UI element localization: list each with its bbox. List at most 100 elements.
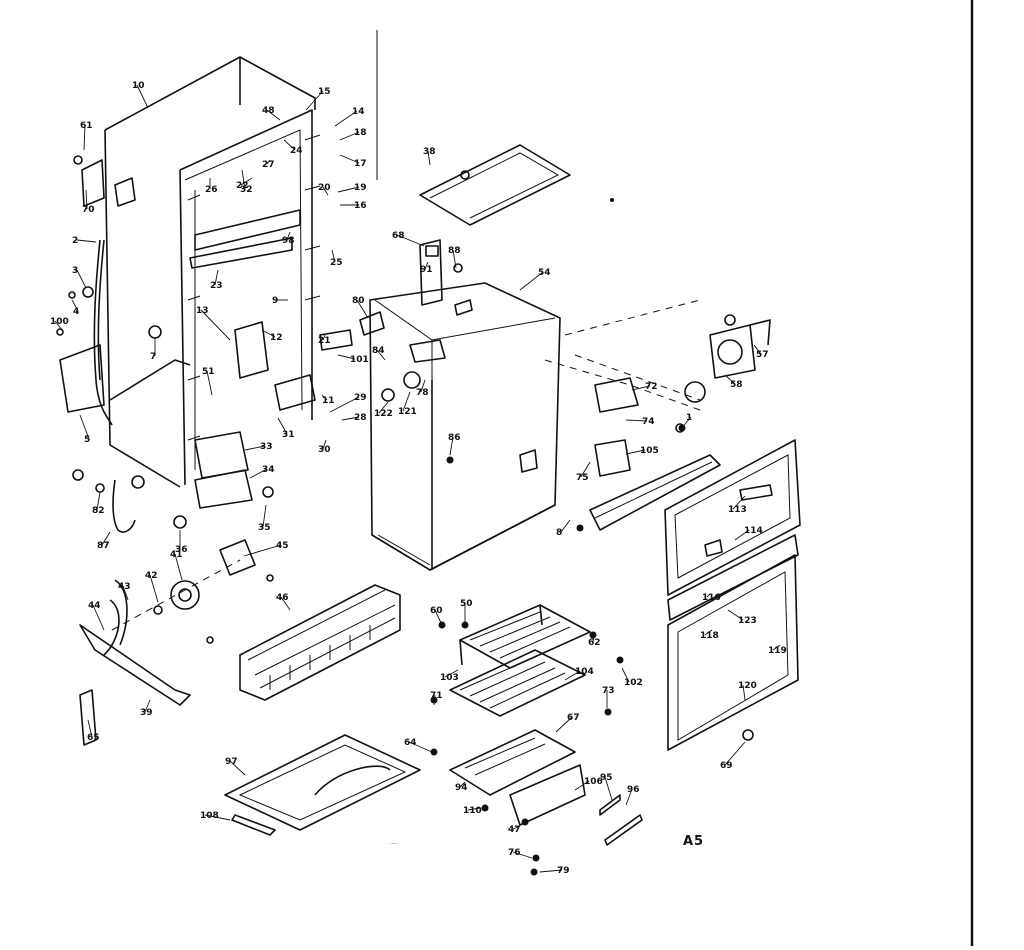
callout-label-11: 11 — [322, 396, 335, 406]
callout-leader-19 — [337, 186, 360, 193]
callout-label-113: 113 — [728, 505, 747, 515]
callout-leader-5 — [79, 414, 90, 440]
callout-leader-82 — [96, 491, 101, 511]
callout-leader-78 — [420, 379, 426, 393]
callout-leader-68 — [396, 234, 425, 247]
callout-label-4: 4 — [73, 307, 79, 317]
callout-label-57: 57 — [756, 350, 769, 360]
door-gaskets — [664, 439, 801, 751]
callout-leader-72 — [631, 385, 651, 391]
callout-leader-42 — [149, 574, 159, 603]
callout-leader-100 — [54, 320, 63, 331]
callout-leader-119 — [772, 644, 781, 651]
drawing-number: ····· — [390, 841, 398, 847]
callout-leader-114 — [734, 529, 750, 541]
callout-leader-44 — [92, 604, 105, 631]
callout-leader-30 — [322, 439, 327, 450]
callout-label-27: 27 — [262, 160, 275, 170]
callout-leader-12 — [261, 329, 276, 338]
callout-leader-86 — [449, 436, 454, 456]
callout-label-3: 3 — [72, 266, 78, 276]
page-code: A5 — [683, 834, 704, 849]
callout-label-44: 44 — [88, 601, 101, 611]
callout-label-73: 73 — [602, 686, 615, 696]
callout-label-7: 7 — [150, 352, 156, 362]
callout-leader-96 — [625, 788, 633, 806]
front-trim — [589, 454, 721, 531]
callout-leader-105 — [625, 449, 646, 455]
callout-leader-122 — [378, 401, 389, 414]
callout-label-78: 78 — [416, 388, 429, 398]
callout-label-9: 9 — [272, 296, 278, 306]
callout-label-60: 60 — [430, 606, 443, 616]
callout-leader-48 — [266, 109, 281, 121]
callout-label-114: 114 — [744, 526, 763, 536]
callout-leader-79 — [539, 869, 563, 873]
callout-leader-41 — [174, 553, 183, 581]
callout-label-33: 33 — [260, 442, 273, 452]
cabinet-shell — [104, 56, 353, 488]
callout-label-76: 76 — [508, 848, 521, 858]
callout-leader-102 — [621, 667, 630, 683]
callout-label-29: 29 — [354, 393, 367, 403]
callout-leader-103 — [444, 669, 459, 678]
callout-leader-8 — [560, 519, 571, 533]
callout-leader-71 — [433, 694, 436, 706]
callout-label-79: 79 — [557, 866, 570, 876]
callout-label-105: 105 — [640, 446, 659, 456]
callout-leader-80 — [356, 299, 369, 319]
callout-label-46: 46 — [276, 593, 289, 603]
callout-leader-35 — [262, 504, 267, 528]
callout-label-110: 110 — [463, 806, 482, 816]
callout-leader-43 — [122, 585, 129, 601]
callout-leader-13 — [200, 309, 231, 341]
drain-pan — [224, 734, 421, 836]
callout-label-61: 61 — [80, 121, 93, 131]
callout-label-68: 68 — [392, 231, 405, 241]
callout-leader-27 — [266, 159, 271, 165]
callout-label-2: 2 — [72, 236, 78, 246]
callout-leader-31 — [277, 417, 288, 435]
callout-label-74: 74 — [642, 417, 655, 427]
callout-leader-2 — [76, 239, 97, 243]
callout-leader-28 — [341, 416, 360, 421]
callout-label-43: 43 — [118, 582, 131, 592]
callout-leader-106 — [574, 780, 590, 791]
callout-label-86: 86 — [448, 433, 461, 443]
callout-label-51: 51 — [202, 367, 215, 377]
callout-leader-32 — [241, 169, 246, 190]
callout-label-30: 30 — [318, 445, 331, 455]
callout-label-95: 95 — [600, 773, 613, 783]
callout-leader-51 — [206, 370, 213, 396]
callout-label-123: 123 — [738, 616, 757, 626]
callout-label-35: 35 — [258, 523, 271, 533]
callout-label-120: 120 — [738, 681, 757, 691]
callout-label-47: 47 — [508, 825, 521, 835]
callout-leader-23 — [214, 269, 219, 286]
callout-leader-87 — [101, 531, 111, 546]
callout-label-22: 22 — [236, 181, 249, 191]
callout-label-75: 75 — [576, 473, 589, 483]
callout-label-84: 84 — [372, 346, 385, 356]
callout-leader-97 — [229, 760, 246, 776]
callout-leader-88 — [452, 249, 457, 269]
callout-leader-21 — [322, 334, 326, 341]
callout-label-28: 28 — [354, 413, 367, 423]
callout-leader-25 — [331, 249, 336, 263]
callout-label-71: 71 — [430, 691, 443, 701]
callout-label-116: 116 — [702, 593, 721, 603]
crisper-drawer — [449, 729, 643, 846]
callout-label-24: 24 — [290, 146, 303, 156]
callout-label-65: 65 — [87, 733, 100, 743]
callout-leader-18 — [339, 131, 360, 141]
callout-leader-54 — [519, 271, 544, 291]
callout-label-54: 54 — [538, 268, 551, 278]
callout-leader-10 — [136, 84, 149, 109]
callout-label-1: 1 — [686, 413, 692, 423]
callout-label-14: 14 — [352, 107, 365, 117]
callout-leader-94 — [459, 781, 466, 788]
callout-label-82: 82 — [92, 506, 105, 516]
callout-label-88: 88 — [448, 246, 461, 256]
callout-label-42: 42 — [145, 571, 158, 581]
callout-label-45: 45 — [276, 541, 289, 551]
